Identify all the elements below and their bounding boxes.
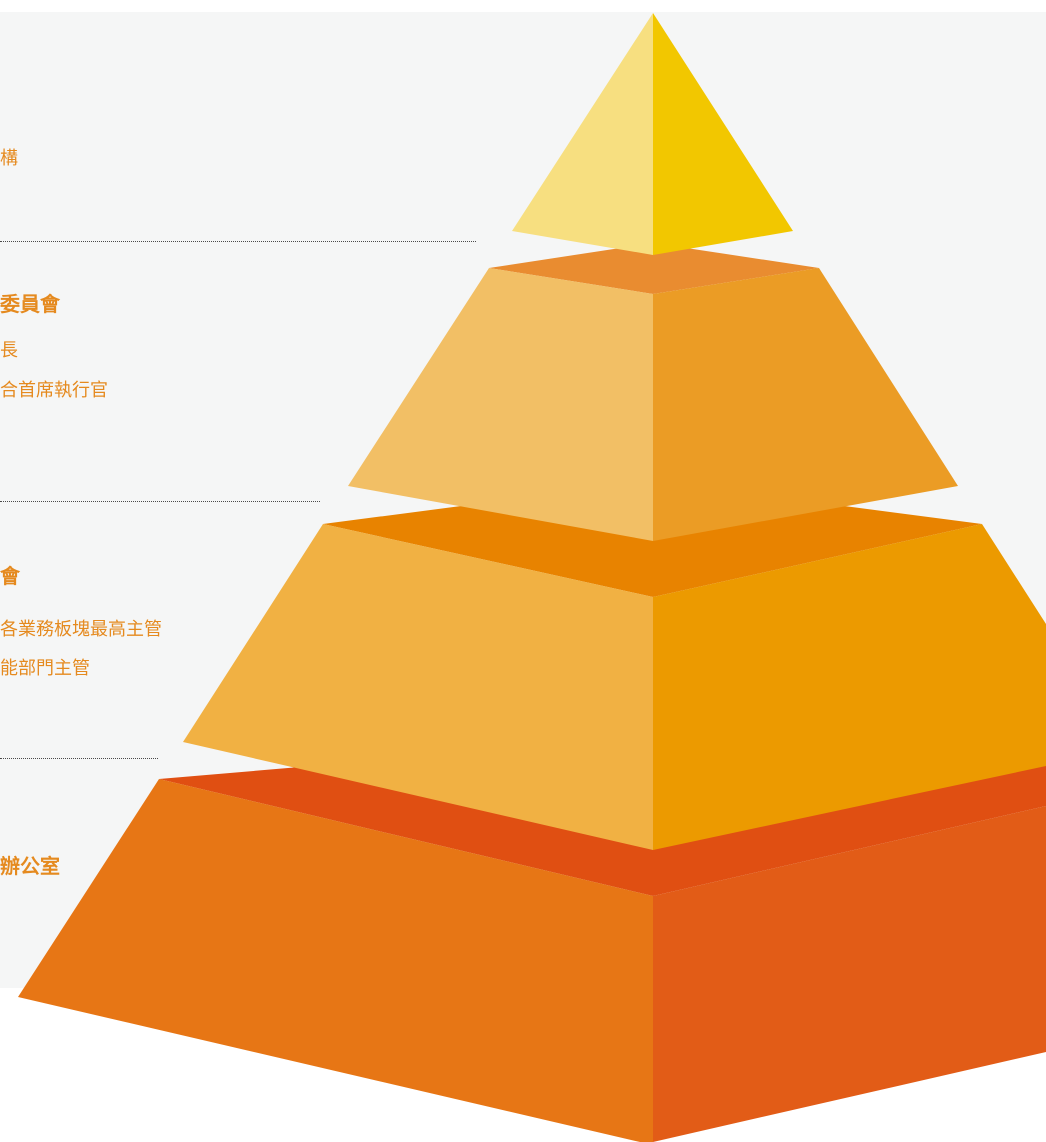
tier-3-title: 會 [0, 564, 20, 588]
tier-1-left-face [512, 13, 653, 255]
tier-3-left-face [183, 524, 653, 850]
tier-2-left-face [348, 268, 653, 541]
tier-3-line-1: 各業務板塊最高主管 [0, 619, 162, 640]
tier-4-left-face [18, 779, 653, 1142]
tier-2-line-2: 合首席執行官 [0, 380, 108, 401]
tier-4-right-face [653, 806, 1046, 1142]
tier-3-divider [0, 758, 158, 759]
tier-2-title: 委員會 [0, 292, 60, 316]
tier-1-right-face [653, 13, 793, 255]
tier-1-line-1: 構 [0, 148, 18, 169]
tier-2-top-face [489, 243, 819, 294]
tier-2-divider [0, 501, 320, 502]
tier-1-divider [0, 241, 476, 242]
tier-3-right-face [653, 524, 1046, 850]
tier-4-title: 辦公室 [0, 854, 60, 878]
tier-3-line-2: 能部門主管 [0, 658, 90, 679]
tier-2-right-face [653, 268, 958, 541]
tier-2-line-1: 長 [0, 340, 18, 361]
